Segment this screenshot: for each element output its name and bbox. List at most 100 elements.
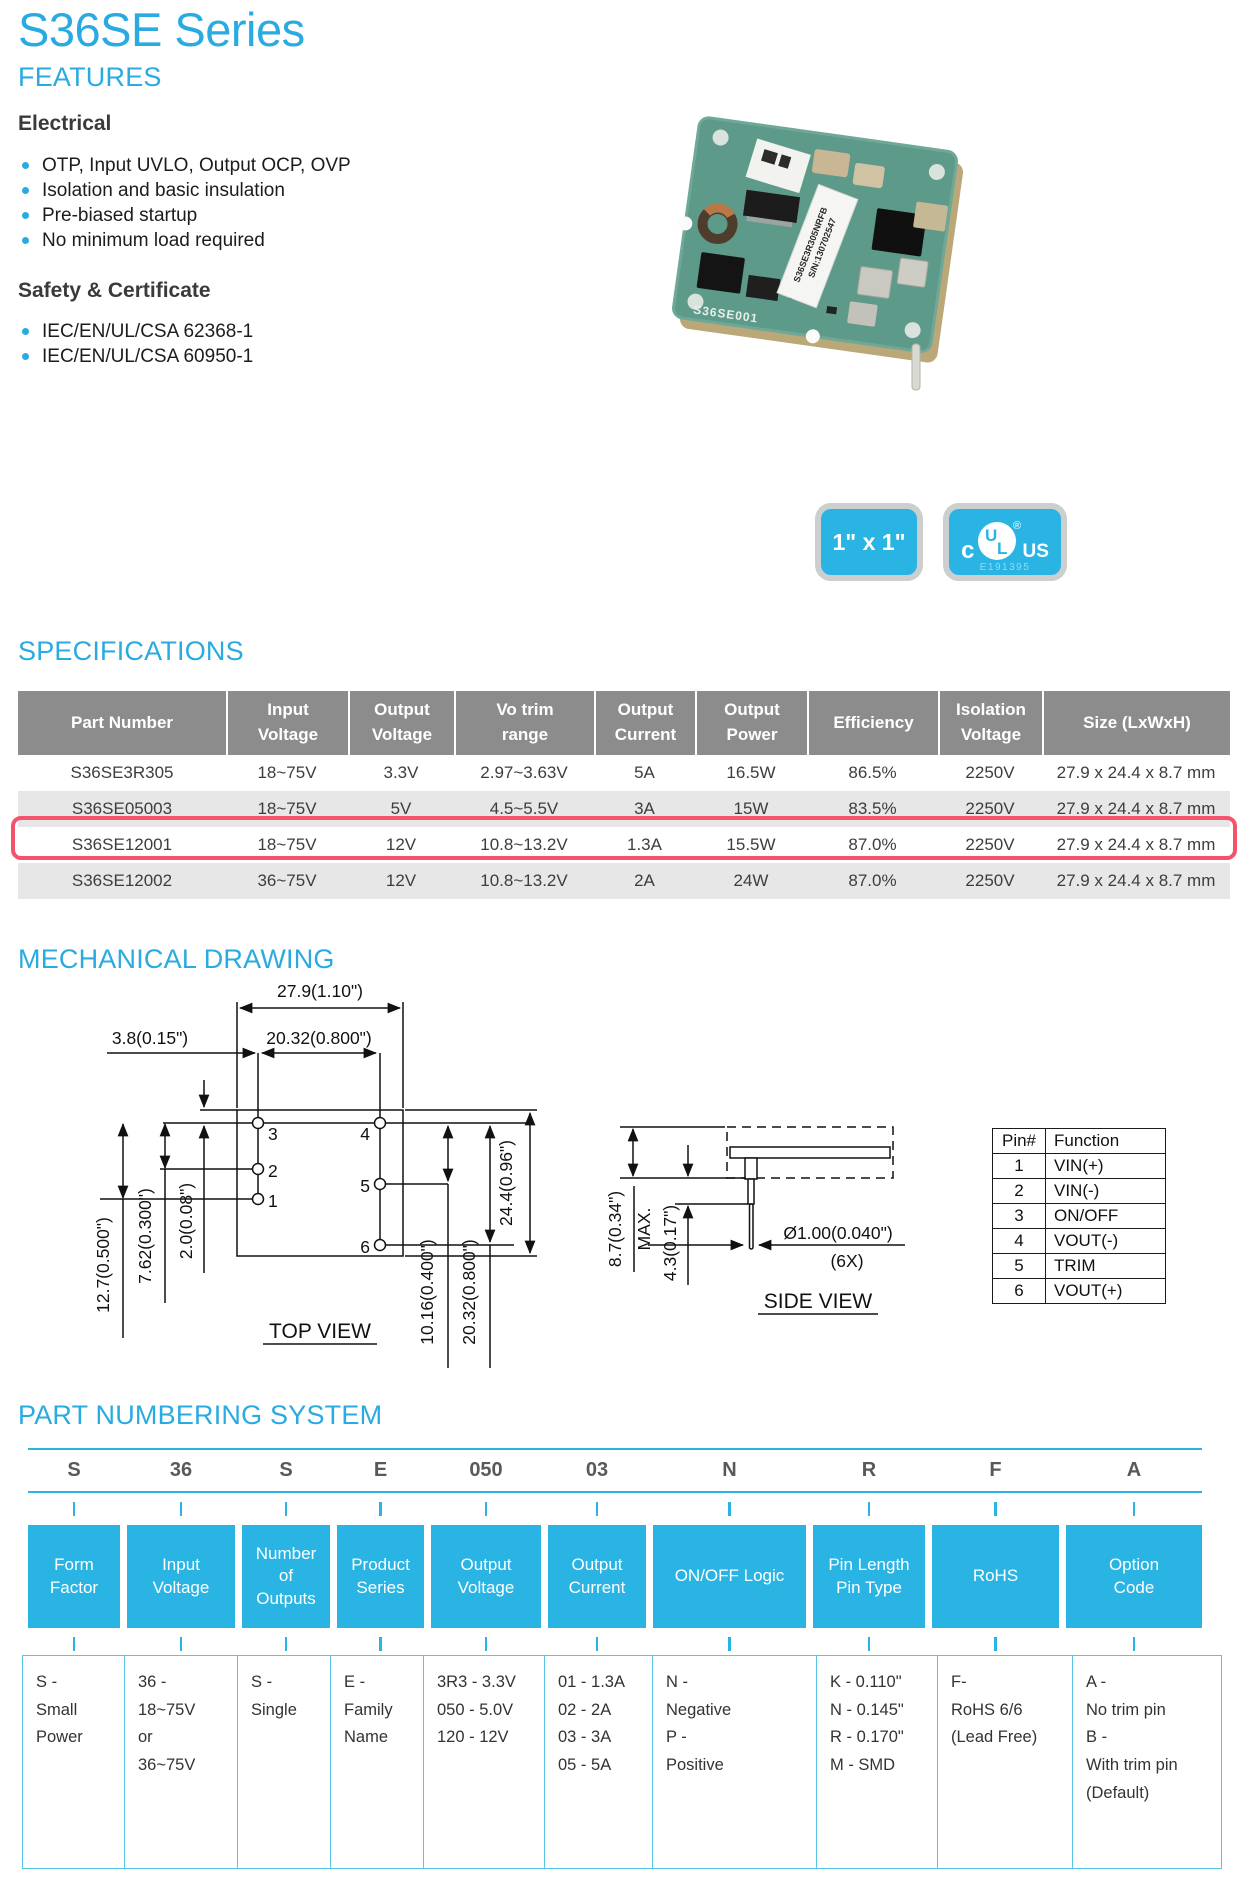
features-section: Electrical OTP, Input UVLO, Output OCP, …: [18, 112, 618, 367]
tick-mark: [867, 1502, 871, 1516]
list-item: OTP, Input UVLO, Output OCP, OVP: [18, 155, 618, 176]
top-view-drawing: [100, 1002, 537, 1368]
electrical-bullets: OTP, Input UVLO, Output OCP, OVP Isolati…: [18, 155, 618, 251]
cell: 24W: [733, 871, 769, 890]
safety-bullets: IEC/EN/UL/CSA 62368-1 IEC/EN/UL/CSA 6095…: [18, 320, 618, 367]
bullet-icon: [22, 212, 29, 219]
column-header: Output Current: [594, 691, 695, 755]
svg-text:U: U: [985, 526, 997, 545]
pin-number: 5: [360, 1176, 370, 1196]
cell: 87.0%: [848, 835, 897, 854]
detail-cell: 36 - 18~75V or 36~75V: [125, 1655, 238, 1869]
dim-left-3: 2.0(0.08"): [176, 1183, 196, 1259]
list-item: Pre-biased startup: [18, 204, 618, 226]
connector-ticks: [28, 1502, 1202, 1516]
dim-pin-diameter: Ø1.00(0.040"): [783, 1223, 892, 1243]
specifications-heading: SPECIFICATIONS: [18, 636, 244, 666]
code-letter: 03: [585, 1459, 609, 1481]
detail-cell: S - Small Power: [22, 1655, 125, 1869]
cell: ON/OFF: [1045, 1203, 1166, 1229]
tick-mark: [484, 1502, 488, 1516]
pin-1: [251, 1192, 265, 1206]
dim-module-height-qualifier: MAX.: [634, 1208, 654, 1251]
field-box: Option Code: [1066, 1525, 1202, 1628]
side-view-caption: SIDE VIEW: [764, 1290, 873, 1313]
capacitor: [811, 149, 851, 178]
tick-mark: [179, 1637, 183, 1651]
tick-mark: [72, 1502, 76, 1516]
code-letter: 050: [469, 1459, 503, 1481]
cell: 5V: [390, 799, 412, 818]
cell: 2.97~3.63V: [480, 763, 568, 782]
field-box: Form Factor: [28, 1525, 120, 1628]
safety-title: Safety & Certificate: [18, 279, 211, 302]
column-header: Input Voltage: [226, 691, 348, 755]
cell: 12V: [385, 835, 417, 854]
dim-right-2: 20.32(0.800"): [459, 1239, 479, 1344]
cell: 2250V: [965, 835, 1015, 854]
field-boxes: Form Factor Input Voltage Number of Outp…: [28, 1525, 1202, 1628]
cell: VOUT(+): [1045, 1278, 1166, 1304]
code-row: S 36 S E 050 03 N R F A: [28, 1448, 1202, 1493]
connector-ticks: [28, 1637, 1202, 1651]
bullet-icon: [22, 328, 29, 335]
bullet-text: Pre-biased startup: [42, 204, 198, 226]
dim-right-1: 10.16(0.400"): [417, 1239, 437, 1344]
capacitor: [847, 301, 878, 327]
cell: 5: [992, 1253, 1046, 1279]
field-box: Input Voltage: [127, 1525, 235, 1628]
cell: 6: [992, 1278, 1046, 1304]
field-box: Pin Length Pin Type: [813, 1525, 925, 1628]
detail-cell: S - Single: [238, 1655, 331, 1869]
top-view-caption: TOP VIEW: [269, 1320, 371, 1343]
column-header: Function: [1045, 1128, 1166, 1154]
detail-table: S - Small Power 36 - 18~75V or 36~75V S …: [22, 1655, 1222, 1869]
code-letter: S: [67, 1459, 81, 1481]
code-letter: F: [989, 1459, 1002, 1481]
cell: 18~75V: [257, 835, 317, 854]
cell: VIN(-): [1045, 1178, 1166, 1204]
cell: 1.3A: [627, 835, 662, 854]
certification-badges: 1" x 1" c U L ® US E191395: [815, 503, 1067, 581]
specifications-table-wrap: Part Number Input Voltage Output Voltage…: [11, 691, 1237, 899]
table-header-row: Pin# Function: [992, 1128, 1166, 1154]
tick-mark: [595, 1637, 599, 1651]
dim-left-2: 7.62(0.300"): [135, 1188, 155, 1284]
cell: 3: [992, 1203, 1046, 1229]
list-item: IEC/EN/UL/CSA 60950-1: [18, 346, 618, 367]
bullet-icon: [22, 187, 29, 194]
dim-left-1: 12.7(0.500"): [93, 1217, 113, 1313]
cell: 10.8~13.2V: [480, 871, 568, 890]
column-header: Isolation Voltage: [938, 691, 1042, 755]
dim-module-height: 8.7(0.34"): [605, 1191, 625, 1267]
ul-mark-icon: U L ®: [978, 520, 1021, 560]
tick-mark: [1132, 1502, 1136, 1516]
column-header: Part Number: [18, 691, 226, 755]
field-box: Output Voltage: [431, 1525, 541, 1628]
tick-mark: [595, 1502, 599, 1516]
bullet-icon: [22, 237, 29, 244]
page-title: S36SE Series: [18, 3, 305, 56]
cell: 2: [992, 1178, 1046, 1204]
bullet-text: IEC/EN/UL/CSA 62368-1: [42, 320, 254, 342]
column-header: Efficiency: [807, 691, 938, 755]
dim-pin-pitch-h: 20.32(0.800"): [266, 1028, 371, 1048]
bullet-icon: [22, 353, 29, 360]
dim-height: 24.4(0.96"): [496, 1140, 516, 1226]
tick-mark: [379, 1637, 382, 1651]
field-box: Number of Outputs: [242, 1525, 330, 1628]
cell: S36SE12001: [71, 835, 173, 854]
code-letter: A: [1126, 1459, 1142, 1481]
pin-number: 6: [360, 1237, 370, 1257]
column-header: Output Power: [695, 691, 807, 755]
column-header: Vo trim range: [454, 691, 594, 755]
detail-cell: N - Negative P - Positive: [653, 1655, 817, 1869]
